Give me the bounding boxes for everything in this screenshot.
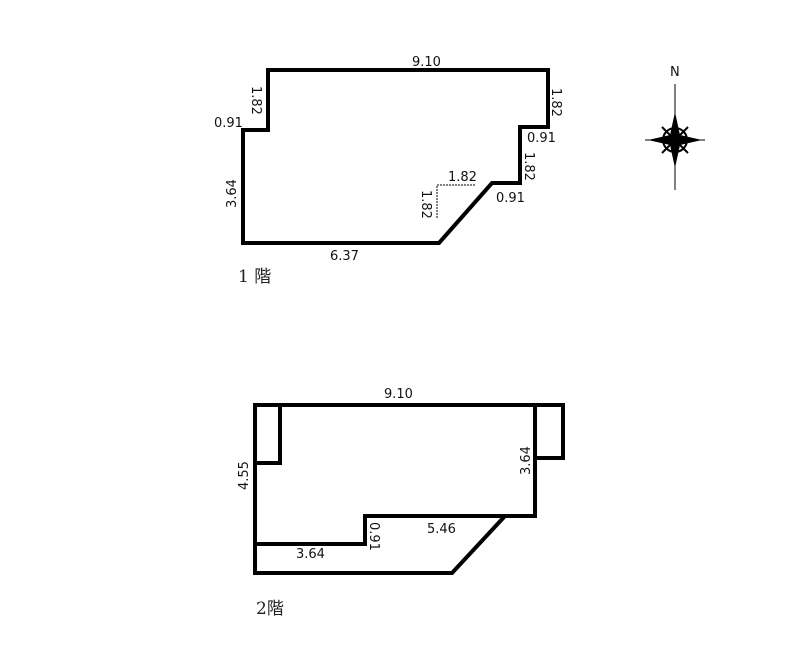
north-label: N xyxy=(670,65,680,80)
f2-dim-left: 4.55 xyxy=(237,461,252,490)
f2-dim-top: 9.10 xyxy=(384,387,413,402)
north-compass-icon: N xyxy=(645,65,705,190)
floor1-outline xyxy=(241,68,550,245)
f1-dim-left-upper: 1.82 xyxy=(248,86,263,115)
f1-dim-cut-v: 1.82 xyxy=(418,190,433,219)
floor2-left-box xyxy=(253,405,282,465)
floor2-right-wall xyxy=(255,405,537,546)
f2-dim-inner-top: 5.46 xyxy=(427,522,456,537)
floor2-outline xyxy=(253,403,565,460)
f1-dim-top: 9.10 xyxy=(412,55,441,70)
floor2-plan: 9.10 4.55 3.64 0.91 5.46 3.64 2階 xyxy=(237,387,565,619)
f1-dim-right-step2: 0.91 xyxy=(496,191,525,206)
floor2-lower xyxy=(253,463,507,575)
floor1-plan: 9.10 1.82 0.91 3.64 6.37 1.82 0.91 1.82 … xyxy=(214,55,563,287)
f1-dim-left: 3.64 xyxy=(225,179,240,208)
f2-dim-inner-step: 0.91 xyxy=(366,522,381,551)
f1-dim-cut-h: 1.82 xyxy=(448,170,477,185)
f1-dim-left-step: 0.91 xyxy=(214,116,243,131)
f2-dim-right: 3.64 xyxy=(519,446,534,475)
f1-dim-bottom: 6.37 xyxy=(330,249,359,264)
floor2-label: 2階 xyxy=(256,599,284,619)
f1-dim-right-upper: 1.82 xyxy=(548,88,563,117)
floor1-cut-guide xyxy=(436,184,475,218)
f2-dim-inner-bottom: 3.64 xyxy=(296,547,325,562)
f1-dim-right-mid: 1.82 xyxy=(521,152,536,181)
floor1-label: 1 階 xyxy=(238,267,271,287)
f1-dim-right-step1: 0.91 xyxy=(527,131,556,146)
